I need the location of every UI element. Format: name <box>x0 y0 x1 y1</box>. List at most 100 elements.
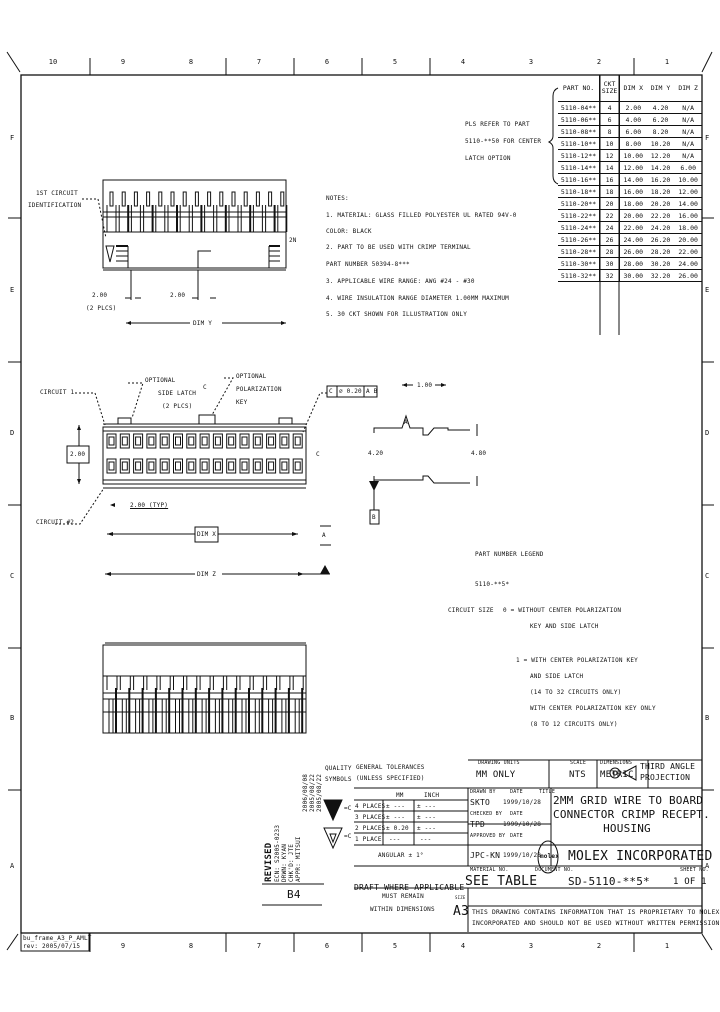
scale-label: SCALE <box>570 760 587 766</box>
document-no: SD-5110-**5* <box>568 875 650 888</box>
zone-label: 6 <box>324 942 330 950</box>
angular-tolerance: ANGULAR ± 1° <box>378 852 424 859</box>
company-name: MOLEX INCORPORATED <box>568 849 713 864</box>
cell-ckt-size: 8 <box>599 125 620 138</box>
table-row: 5110-26** 26 24.00 26.20 20.00 <box>558 233 702 246</box>
legend-option-0: 0 = WITHOUT CENTER POLARIZATION <box>503 607 622 614</box>
cell-ckt-size: 26 <box>599 233 620 246</box>
datum-c-right: C <box>316 451 320 458</box>
cell-dim-x: 12.00 <box>618 161 647 174</box>
zone-label: 5 <box>392 942 398 950</box>
quality-symbol-2: =C <box>344 833 352 840</box>
checked-by: TPD <box>470 820 486 829</box>
datum-a-label: A <box>322 532 326 539</box>
cell-dim-x: 18.00 <box>618 197 647 210</box>
document-no-label: DOCUMENT NO. <box>535 867 574 873</box>
zone-label: 7 <box>256 942 262 950</box>
bracket-note-line: 5110-**50 FOR CENTER <box>465 138 542 145</box>
table-row: 5110-08** 8 6.00 8.20 N/A <box>558 125 702 138</box>
cell-dim-z: N/A <box>674 125 702 138</box>
size-value: A3 <box>453 904 470 919</box>
bracket-note-line: LATCH OPTION <box>465 155 511 162</box>
cell-part-no: 5110-12** <box>558 149 600 162</box>
zone-label: 3 <box>528 942 534 950</box>
revision-letter: B4 <box>287 888 301 901</box>
cell-dim-x: 6.00 <box>618 125 647 138</box>
cell-part-no: 5110-16** <box>558 173 600 186</box>
zone-label: 3 <box>528 58 534 66</box>
cell-dim-x: 16.00 <box>618 185 647 198</box>
mark-2n: 2N <box>289 237 297 244</box>
drawn-by: SKTO <box>470 798 491 807</box>
fcf-tolerance: ⌀ 0.20 <box>339 388 362 395</box>
revision-block: REVISED ECN: S2005-0233 DRWN: KYAN CHK'D… <box>262 750 323 882</box>
dim-side-left: 4.20 <box>368 450 384 457</box>
cell-part-no: 5110-14** <box>558 161 600 174</box>
revision-date: 2005/08/22 <box>309 773 316 812</box>
cell-dim-z: N/A <box>674 113 702 126</box>
tol-row-label: 4 PLACES <box>355 803 386 810</box>
table-row: 5110-16** 16 14.00 16.20 10.00 <box>558 173 702 186</box>
cell-ckt-size: 6 <box>599 113 620 126</box>
drawn-date-label: DATE <box>510 789 523 795</box>
zone-label: D <box>10 429 15 437</box>
dim-side-top: 1.00 <box>417 382 433 389</box>
quality-symbols-label: QUALITY SYMBOLS <box>325 765 352 783</box>
cell-dim-z: 20.00 <box>674 233 702 246</box>
checked-by-label: CHECKED BY <box>470 811 503 817</box>
cell-dim-y: 32.20 <box>646 269 675 282</box>
zone-label: C <box>10 572 15 580</box>
cell-part-no: 5110-26** <box>558 233 600 246</box>
note-line: 3. APPLICABLE WIRE RANGE: AWG #24 - #30 <box>326 278 475 285</box>
cell-dim-x: 24.00 <box>618 233 647 246</box>
zone-label: 4 <box>460 58 466 66</box>
revision-line: DRWN: KYAN <box>281 843 288 882</box>
legend-option-1: (8 TO 12 CIRCUITS ONLY) <box>530 721 618 728</box>
dim-pitch: 2.00 <box>92 292 108 299</box>
table-row: 5110-10** 10 8.00 10.20 N/A <box>558 137 702 150</box>
cell-dim-y: 28.20 <box>646 245 675 258</box>
cell-dim-y: 26.20 <box>646 233 675 246</box>
cell-part-no: 5110-22** <box>558 209 600 222</box>
tolerance-title: GENERAL TOLERANCES <box>356 764 425 771</box>
cell-dim-z: 22.00 <box>674 245 702 258</box>
cell-ckt-size: 14 <box>599 161 620 174</box>
draft-note: WITHIN DIMENSIONS <box>370 906 435 913</box>
dim-z-label: DIM Z <box>197 571 217 578</box>
table-row: 5110-20** 20 18.00 20.20 14.00 <box>558 197 702 210</box>
tol-col-mm: MM <box>396 792 404 799</box>
dim-height: 2.00 <box>70 451 86 458</box>
zone-label: 6 <box>324 58 330 66</box>
drawing-units-label: DRAWING UNITS <box>478 760 520 766</box>
tol-row-inch: ± --- <box>417 803 437 810</box>
checked-date-label: DATE <box>510 811 523 817</box>
cell-dim-x: 20.00 <box>618 209 647 222</box>
tol-row-inch: ± --- <box>417 814 437 821</box>
draft-note: MUST REMAIN <box>382 893 424 900</box>
cell-part-no: 5110-30** <box>558 257 600 270</box>
cell-part-no: 5110-04** <box>558 101 600 114</box>
cell-dim-z: 6.00 <box>674 161 702 174</box>
cell-dim-z: 24.00 <box>674 257 702 270</box>
dim-x-label: DIM X <box>197 531 217 538</box>
zone-label: A <box>705 862 710 870</box>
cell-dim-z: 12.00 <box>674 185 702 198</box>
tol-row-label: 3 PLACES <box>355 814 386 821</box>
col-dim-y: DIM Y <box>646 75 675 102</box>
zone-label: 8 <box>188 58 194 66</box>
approved-date: 1999/10/28 <box>503 852 542 859</box>
zone-label: 5 <box>392 58 398 66</box>
legend-option-0: KEY AND SIDE LATCH <box>530 623 599 630</box>
projection-label: PROJECTION <box>640 773 691 782</box>
dim-y-label: DIM Y <box>193 320 213 327</box>
cell-part-no: 5110-18** <box>558 185 600 198</box>
cell-ckt-size: 18 <box>599 185 620 198</box>
optional-key-label: POLARIZATION <box>236 386 282 393</box>
cell-dim-y: 22.20 <box>646 209 675 222</box>
circuit-id-label: IDENTIFICATION <box>28 202 82 209</box>
note-line: PART NUMBER 50394-8*** <box>326 261 410 268</box>
cell-part-no: 5110-06** <box>558 113 600 126</box>
note-line: COLOR: BLACK <box>326 228 372 235</box>
zone-label: E <box>705 286 710 294</box>
tol-row-label: 1 PLACE <box>355 836 382 843</box>
